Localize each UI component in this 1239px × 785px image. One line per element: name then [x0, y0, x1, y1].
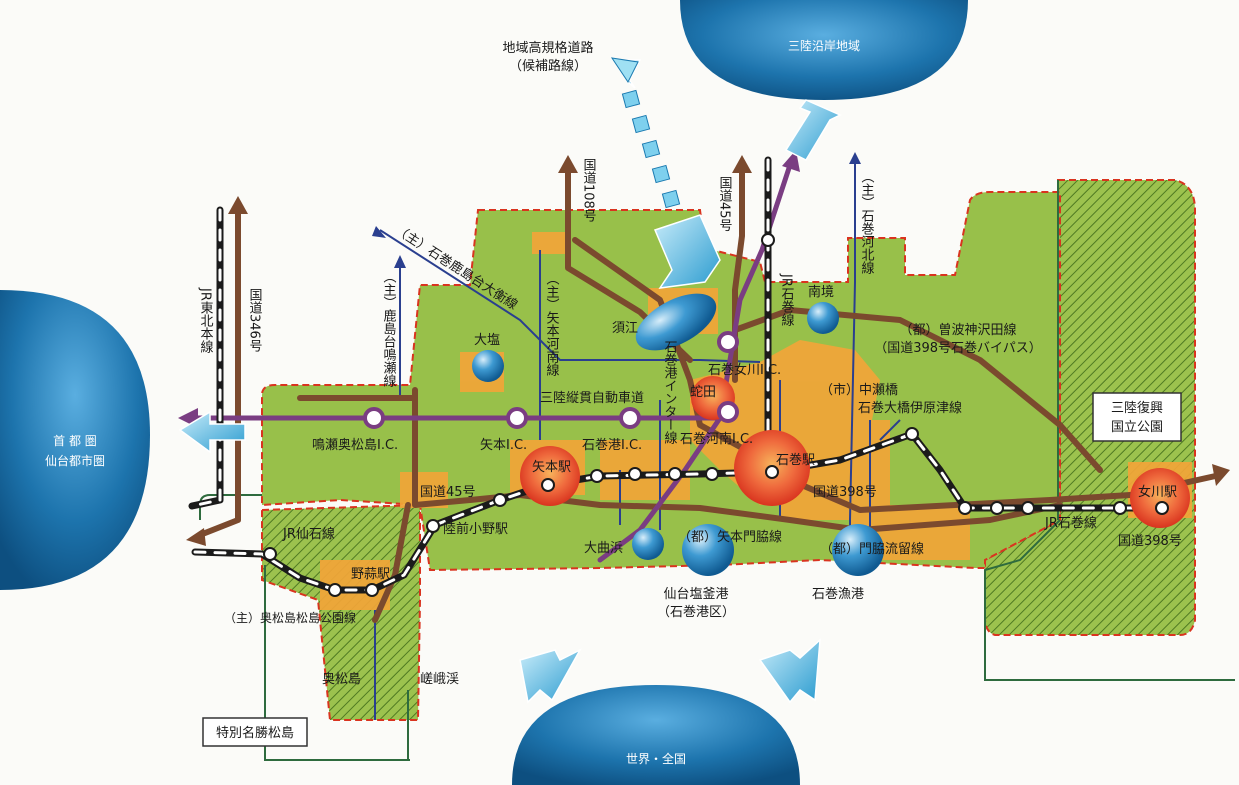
- yamoto-monwaki-label: （都）矢本門脇線: [678, 529, 782, 545]
- nobiru-station-label: 野蒜駅: [351, 567, 390, 582]
- candidate-road-dots: [621, 89, 681, 209]
- interchange-nodes: [363, 331, 739, 429]
- scenic-label-box: [202, 717, 308, 747]
- ishinomaki-kahoku-label: （主）石巻河北線: [859, 170, 875, 274]
- omagarihama-label: 大曲浜: [584, 541, 623, 556]
- route-346-label: 国道346号: [247, 288, 263, 352]
- hebita-label: 蛇田: [690, 385, 716, 400]
- region-metro-line1: 首 都 圏: [53, 434, 97, 448]
- west-arrow: [178, 410, 246, 454]
- nakazebashi-label-1: （市）中瀬橋: [820, 382, 898, 398]
- sobakanzawa-label-2: （国道398号石巻バイパス）: [874, 341, 1042, 356]
- rikuzen-ono-station-label: 陸前小野駅: [443, 521, 508, 537]
- yamoto-kanan-label: （主）矢本河南線: [544, 272, 560, 376]
- region-metro-line2: 仙台都市圏: [45, 453, 105, 468]
- metro-region-disc: [0, 290, 150, 590]
- yamoto-ic-label: 矢本I.C.: [480, 438, 527, 453]
- national-region-disc: [512, 685, 800, 785]
- park-label-2: 国立公園: [1111, 420, 1163, 435]
- route-108-label: 国道108号: [581, 158, 597, 222]
- okumatsushima-koen-label: （主）奥松島松島公園線: [224, 610, 356, 625]
- place-balls: [472, 302, 884, 576]
- scenic-label: 特別名勝松島: [216, 725, 294, 741]
- ishinomaki-station-label: 石巻駅: [776, 453, 815, 468]
- southwest-arrow: [519, 648, 582, 704]
- minor-road-arrowheads: [372, 152, 861, 268]
- candidate-road-label-1: 地域高規格道路: [502, 40, 593, 56]
- jr-senseki-label: JR仙石線: [282, 526, 335, 542]
- local-roads-green: [199, 180, 1235, 761]
- port-label-1: 仙台塩釜港: [663, 587, 728, 602]
- jr-tohoku-label: JR東北本線: [198, 287, 214, 353]
- fishing-port-label: 石巻漁港: [812, 587, 864, 602]
- kashimadai-naruse-label: （主）鹿島台鳴瀬線: [381, 270, 397, 387]
- north-arrow: [784, 99, 842, 161]
- region-national: 世界・全国: [626, 751, 686, 766]
- sobakanzawa-label-1: （都）曽波神沢田線: [899, 322, 1016, 338]
- route-45-south-label: 国道45号: [420, 485, 476, 500]
- park-label-box: [1092, 392, 1182, 442]
- matsushima-zone: [261, 503, 421, 721]
- southeast-arrow: [758, 638, 821, 704]
- route-398-east-label: 国道398号: [1118, 534, 1182, 549]
- candidate-road-arrowhead: [610, 57, 639, 83]
- region-sanriku: 三陸沿岸地域: [788, 39, 860, 53]
- kadonowaki-nagaru-label: （都）門脇流留線: [820, 541, 924, 557]
- sue-label: 須江: [612, 321, 638, 336]
- jr-ishinomaki-east-label: JR石巻線: [1044, 515, 1097, 531]
- naruse-ic-label: 鳴瀬奥松島I.C.: [312, 438, 398, 453]
- interchange-line-label: 石巻港インター線: [662, 340, 678, 444]
- minamisakai-label: 南境: [808, 284, 834, 300]
- route-45-north-label: 国道45号: [717, 176, 733, 232]
- park-label-1: 三陸復興: [1111, 400, 1163, 416]
- sagakei-label: 嵯峨渓: [420, 672, 459, 687]
- okumatsushima-label: 奥松島: [322, 672, 361, 687]
- sanriku-region-disc: [680, 0, 968, 100]
- ishinomaki-kanan-ic-label: 石巻河南I.C.: [680, 431, 753, 447]
- rail-nodes: [263, 233, 1169, 597]
- route-398-label: 国道398号: [813, 485, 877, 500]
- trunk-road-arrowheads: [186, 155, 1230, 546]
- jr-ishinomaki-north-label: JR石巻線: [779, 273, 795, 326]
- expressway-label: 三陸縦貫自動車道: [540, 390, 644, 406]
- ohshio-label: 大塩: [474, 333, 500, 348]
- ishinomakiko-ic-label: 石巻港I.C.: [582, 438, 642, 453]
- candidate-arrow: [653, 214, 721, 289]
- candidate-road-label-2: （候補路線）: [509, 58, 587, 74]
- ishinomaki-onagawa-ic-label: 石巻女川I.C.: [708, 362, 781, 378]
- onagawa-station-label: 女川駅: [1138, 484, 1177, 500]
- port-label-2: （石巻港区）: [657, 605, 735, 620]
- nakazebashi-label-2: 石巻大橋伊原津線: [858, 400, 962, 416]
- yamoto-station-label: 矢本駅: [532, 460, 571, 475]
- sue-hub: [635, 293, 717, 351]
